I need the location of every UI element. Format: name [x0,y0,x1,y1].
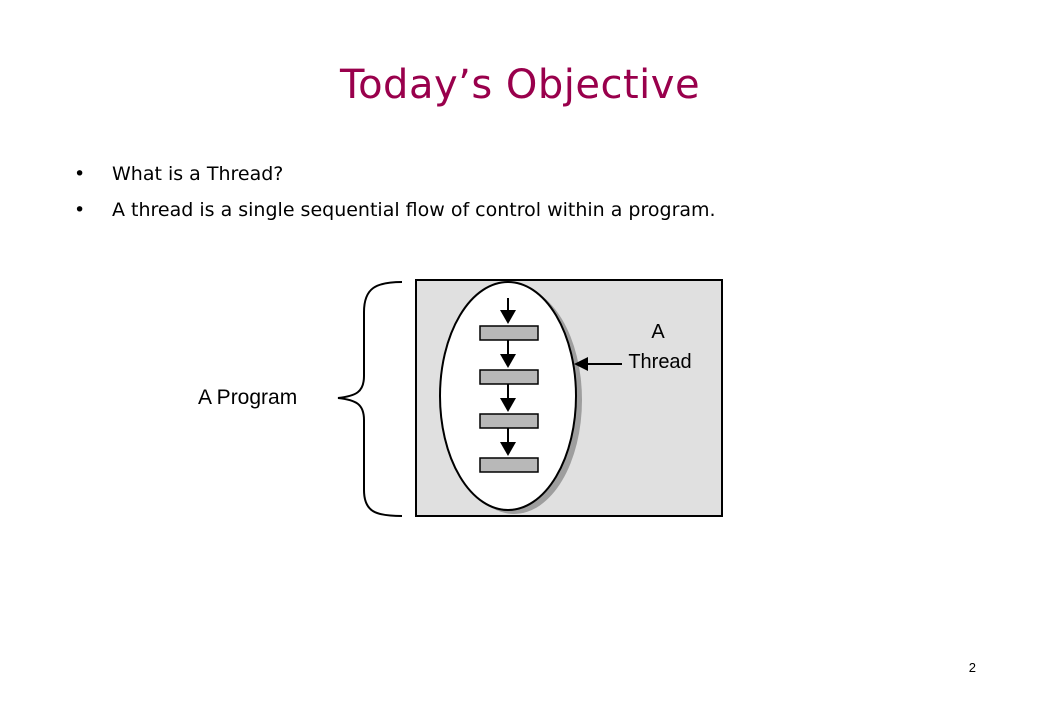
program-brace [337,281,403,517]
thread-diagram: A Program A Thread [198,279,723,517]
flow-arrowhead [500,310,516,324]
bullet-dot: • [74,163,86,185]
thread-label-line1: A [651,321,665,343]
flow-arrowhead [500,354,516,368]
flow-step [479,413,539,429]
slide-title: Today’s Objective [339,62,701,108]
flow-arrowhead [500,398,516,412]
flow-step [479,457,539,473]
bullet-list: • What is a Thread? • A thread is a sing… [74,156,716,228]
flow-step [479,325,539,341]
page-number: 2 [968,660,976,675]
bullet-text: A thread is a single sequential flow of … [112,199,716,221]
bullet-item: • A thread is a single sequential flow o… [74,192,716,228]
bullet-dot: • [74,199,86,221]
thread-label-line2: Thread [628,351,691,373]
flow-step [479,369,539,385]
bullet-item: • What is a Thread? [74,156,716,192]
flow-arrowhead [500,442,516,456]
thread-pointer-arrowhead [574,357,588,371]
bullet-text: What is a Thread? [112,163,284,185]
program-label: A Program [198,386,297,409]
